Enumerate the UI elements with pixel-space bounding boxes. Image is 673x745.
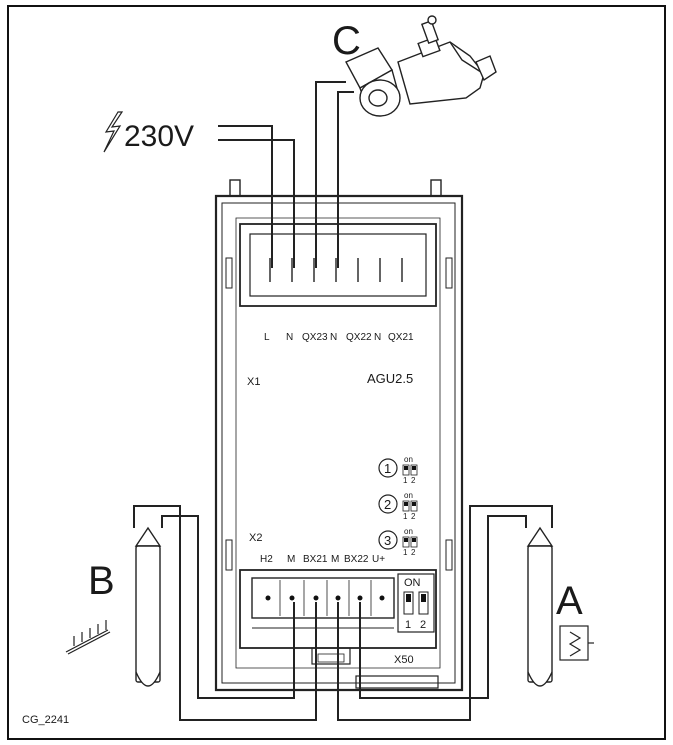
option-number: 1 <box>384 461 391 476</box>
outer-frame <box>7 5 666 740</box>
option-switch-2-label: 2 <box>411 548 416 557</box>
option-number: 2 <box>384 497 391 512</box>
lightning-icon <box>103 111 124 153</box>
x50-label: X50 <box>394 654 414 666</box>
x2-label: X2 <box>249 532 262 544</box>
option-switch-2-label: 2 <box>411 512 416 521</box>
top-terminal-label: N <box>286 332 293 343</box>
top-terminal-label: N <box>374 332 381 343</box>
option-number-circle <box>378 494 398 514</box>
option-on-label: on <box>404 527 413 536</box>
option-number-circle <box>378 530 398 550</box>
x50-switch-1-label: 1 <box>405 619 411 631</box>
voltage-label: 230V <box>124 120 194 153</box>
option-switch-knob <box>412 538 416 542</box>
sensor-a-label: A <box>556 579 583 623</box>
x50-dip-switch: ON 1 2 <box>397 573 435 633</box>
top-terminal-label: L <box>264 332 270 343</box>
option-switch-knob <box>404 466 408 470</box>
option-number: 3 <box>384 533 391 548</box>
footer-code: CG_2241 <box>22 714 69 726</box>
sensor-a-icon <box>526 526 554 687</box>
bottom-terminal-label: H2 <box>260 554 273 565</box>
option-switch-knob <box>404 502 408 506</box>
option-switch-knob <box>404 538 408 542</box>
top-terminal-pins <box>269 258 403 282</box>
heating-icon <box>559 625 594 661</box>
option-switch-1-label: 1 <box>403 512 408 521</box>
option-on-label: on <box>404 491 413 500</box>
option-number-circle <box>378 458 398 478</box>
supply-wires <box>218 125 295 268</box>
pump-label: C <box>332 19 361 63</box>
agu-module <box>214 179 464 692</box>
sensor-a-wires <box>337 505 553 721</box>
bottom-terminal-separators <box>279 580 372 616</box>
top-terminal-label: QX22 <box>346 332 372 343</box>
option-switch-2-label: 2 <box>411 476 416 485</box>
x1-label: X1 <box>247 376 260 388</box>
bottom-terminal-label: BX22 <box>344 554 369 565</box>
top-terminal-label: QX21 <box>388 332 414 343</box>
outdoor-sensor-icon <box>65 620 111 655</box>
option-on-label: on <box>404 455 413 464</box>
bottom-terminal-label: M <box>331 554 339 565</box>
module-name: AGU2.5 <box>367 371 413 386</box>
option-switch-1-label: 1 <box>403 548 408 557</box>
x50-on-label: ON <box>404 577 421 589</box>
bottom-terminal-label: M <box>287 554 295 565</box>
top-terminal-label: N <box>330 332 337 343</box>
bottom-terminal-screws <box>265 595 385 601</box>
option-switch-knob <box>412 466 416 470</box>
bottom-terminal-label: U+ <box>372 554 385 565</box>
x50-switch-2-label: 2 <box>420 619 426 631</box>
pump-wires <box>315 81 354 268</box>
sensor-b-wires <box>133 505 317 721</box>
bottom-terminal-label: BX21 <box>303 554 328 565</box>
pump-icon <box>345 15 497 117</box>
option-switch-1-label: 1 <box>403 476 408 485</box>
top-terminal-label: QX23 <box>302 332 328 343</box>
sensor-b-label: B <box>88 559 115 603</box>
option-switch-knob <box>412 502 416 506</box>
sensor-b-icon <box>134 526 162 687</box>
